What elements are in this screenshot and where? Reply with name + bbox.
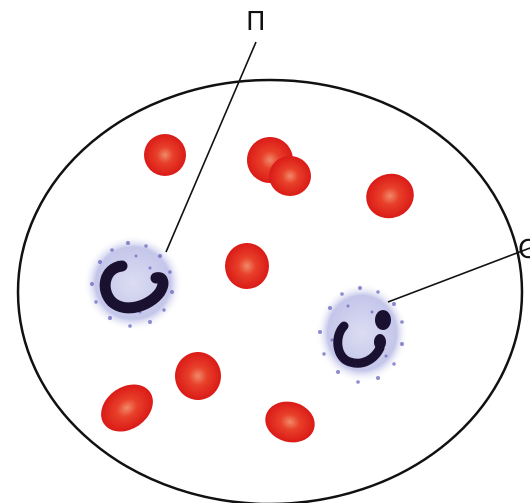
label-p: П	[246, 7, 266, 37]
erythrocyte	[269, 156, 311, 196]
nucleus-segment	[375, 310, 391, 330]
segmented-neutrophil-cytoplasm	[316, 283, 408, 383]
nucleus-segment	[374, 334, 386, 350]
erythrocyte	[144, 134, 186, 176]
erythrocyte	[175, 352, 221, 400]
erythrocyte	[225, 243, 269, 289]
label-s: С	[518, 235, 530, 265]
segmented-neutrophil	[316, 283, 408, 384]
band-neutrophil	[83, 235, 183, 331]
